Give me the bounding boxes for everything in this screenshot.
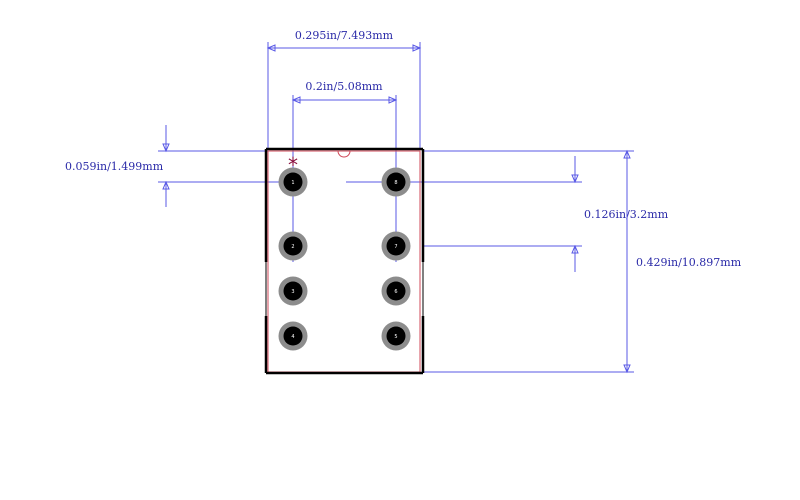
body-outline [264,147,425,375]
dimension-total-width-label: 0.295in/7.493mm [295,29,394,42]
dimension-pin1-offset [158,125,293,207]
pad-5: 5 [381,321,411,351]
dimension-row-spacing-label: 0.126in/3.2mm [584,208,669,221]
pad-label: 2 [291,244,294,250]
pin1-marker: * [288,153,298,177]
pad-2: 2 [278,231,308,261]
dimension-pin-spacing [291,95,398,262]
pad-label: 3 [291,289,294,295]
dimension-total-width [266,42,422,150]
pad-1: 1 [278,167,308,197]
pad-label: 7 [394,244,397,250]
pad-6: 6 [381,276,411,306]
body-outline-thin [265,262,424,316]
pad-8: 8 [381,167,411,197]
pad-label: 1 [291,180,294,186]
dimension-total-height-label: 0.429in/10.897mm [636,256,742,269]
dimension-total-height [422,149,634,374]
pad-7: 7 [381,231,411,261]
dimension-row-spacing [346,156,582,272]
dimension-pin1-offset-label: 0.059in/1.499mm [65,160,164,173]
pad-label: 5 [394,334,397,340]
orientation-notch [337,150,351,158]
pad-label: 6 [394,289,397,295]
pad-4: 4 [278,321,308,351]
pad-label: 8 [394,180,397,186]
dimension-pin-spacing-label: 0.2in/5.08mm [305,80,383,93]
pad-label: 4 [291,334,294,340]
pad-3: 3 [278,276,308,306]
